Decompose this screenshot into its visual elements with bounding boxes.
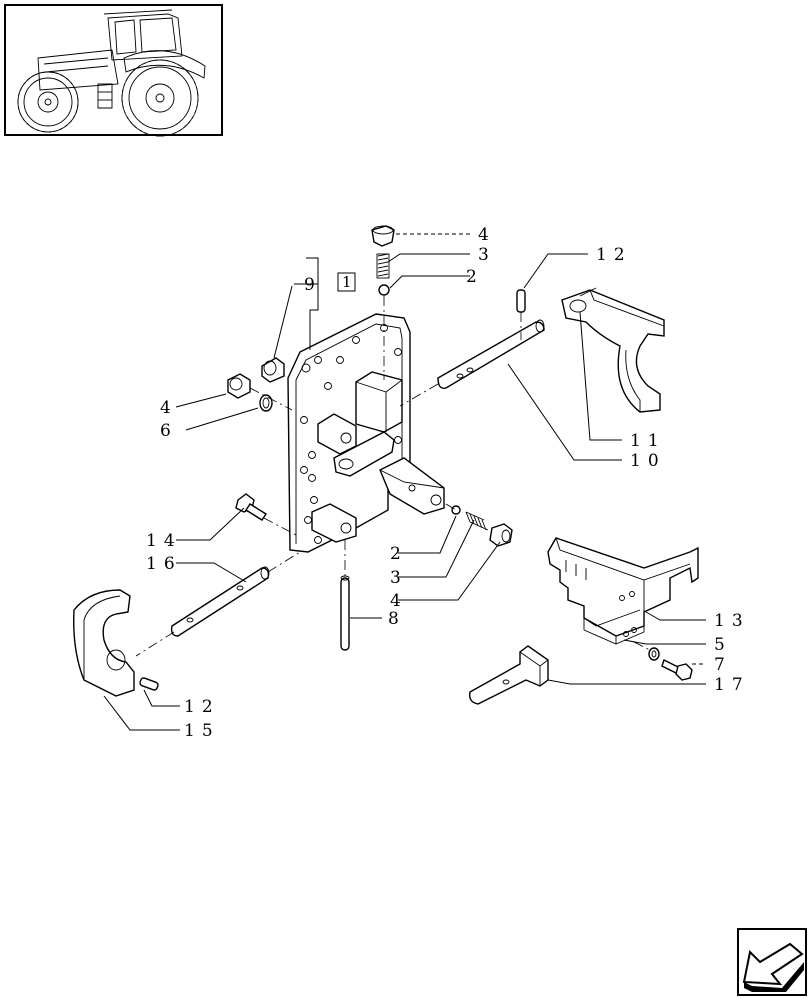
callout-5: 5 [714,635,732,655]
dowel-pin-8 [340,575,350,651]
plug-bottom [489,523,513,547]
spring-top [376,253,390,279]
lever-17 [468,645,549,705]
selector-rod-16 [170,566,270,637]
roll-pin-12-top [516,289,526,313]
callout-6: 6 [160,421,178,441]
callout-11: 11 [630,431,666,451]
callout-2-top: 2 [466,267,484,287]
callout-4-left: 4 [160,398,178,418]
washer-5 [648,647,660,661]
bolt-14 [235,493,267,521]
shift-fork-15 [73,589,135,697]
callout-1: 1 [342,273,352,291]
bushing-9 [261,357,285,383]
ball-top [378,284,390,296]
callout-3-bottom: 3 [390,568,408,588]
callout-12-bottom: 12 [184,697,220,717]
callout-8: 8 [388,609,406,629]
callout-labels: 4 3 2 12 9 1 4 6 11 10 14 16 2 3 4 8 13 … [146,225,750,741]
bracket-13 [547,537,699,645]
callout-2-bottom: 2 [390,544,408,564]
roll-pin-12-bottom [139,677,159,691]
callout-3-top: 3 [478,245,496,265]
callout-4-bottom: 4 [390,591,408,611]
callout-10: 10 [630,451,666,471]
callout-4-top: 4 [478,225,496,245]
callout-15: 15 [184,721,220,741]
selector-rod-10 [437,319,545,389]
callout-7: 7 [714,655,732,675]
callout-17: 17 [714,675,750,695]
callout-12-top: 12 [596,245,632,265]
bolt-7 [661,659,693,681]
plug-top [371,225,395,247]
callout-16: 16 [146,554,182,574]
leader-lines [103,233,706,731]
shift-fork-11 [561,287,665,413]
o-ring-6 [259,394,273,412]
callout-1-box [337,272,356,292]
plug-left [227,373,251,399]
tractor-thumbnail-icon[interactable] [4,4,223,137]
next-page-arrow-icon[interactable] [737,928,807,996]
spring-bottom [465,511,489,531]
callout-13: 13 [714,611,750,631]
callout-14: 14 [146,531,182,551]
ball-bottom [451,505,461,515]
selector-housing-plate [287,313,445,553]
callout-9: 9 [304,275,322,295]
